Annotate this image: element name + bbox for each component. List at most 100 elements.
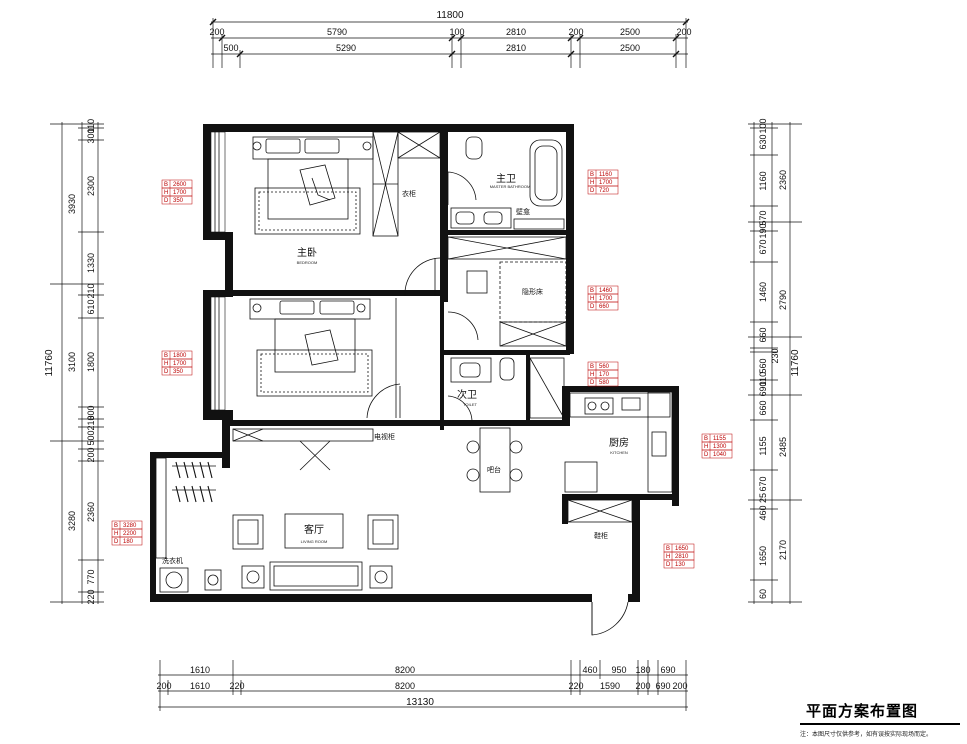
drawing-note: 注：本图尺寸仅供参考，如有误按实际现场而定。 <box>800 731 933 738</box>
right-group-dim: 2170 <box>778 540 788 560</box>
right-dim: 1160 <box>758 171 768 190</box>
spec-value: 350 <box>173 369 184 375</box>
spec-value: 2600 <box>173 182 187 188</box>
top-dim: 200 <box>209 27 224 37</box>
right-dim: 100 <box>758 118 768 133</box>
bottom-dim: 8200 <box>395 681 415 691</box>
bottom-dim: 690 <box>655 681 670 691</box>
right-dim: 660 <box>758 400 768 415</box>
top-dim: 100 <box>449 27 464 37</box>
spec-key: B <box>666 546 670 552</box>
floor-plan: 11800 200 5790 100 2810 200 2500 200 500… <box>44 10 802 711</box>
right-dim: 630 <box>758 134 768 149</box>
left-dim: 2300 <box>86 176 96 196</box>
left-dim: 1330 <box>86 253 96 273</box>
spec-value: 1160 <box>599 172 613 178</box>
spec-key: H <box>164 190 168 196</box>
left-dim: 500 <box>86 430 96 445</box>
living-furniture <box>159 461 629 636</box>
left-dim: 220 <box>86 589 96 604</box>
right-dim: 60 <box>758 589 768 599</box>
left-dim: 1800 <box>86 352 96 372</box>
spec-key: D <box>666 562 671 568</box>
left-dim: 110 <box>86 119 96 133</box>
spec-key: H <box>590 296 594 302</box>
label-wall-cabinet: 壁龛 <box>516 207 530 216</box>
bottom-dim: 200 <box>672 681 687 691</box>
spec-key: H <box>164 361 168 367</box>
right-dim: 25 <box>758 493 768 503</box>
spec-value: 1800 <box>173 353 187 359</box>
right-dim: 690 <box>758 381 768 396</box>
spec-key: H <box>666 554 670 560</box>
right-dim: 670 <box>758 476 768 491</box>
right-dim: 1460 <box>758 282 768 302</box>
spec-value: 2810 <box>675 554 689 560</box>
room-toilet: 次卫 <box>457 388 477 401</box>
bottom-dim: 200 <box>635 681 650 691</box>
top-dim: 5290 <box>336 43 356 53</box>
spec-value: 1700 <box>599 180 613 186</box>
label-wardrobe: 衣柜 <box>402 189 416 198</box>
spec-key: H <box>590 180 594 186</box>
spec-value: 2200 <box>123 531 137 537</box>
spec-key: B <box>164 353 168 359</box>
top-dim: 200 <box>568 27 583 37</box>
spec-key: D <box>590 188 595 194</box>
label-washer: 洗衣机 <box>162 556 183 565</box>
spec-key: H <box>114 531 118 537</box>
top-dim: 2810 <box>506 27 526 37</box>
spec-cell <box>663 559 695 569</box>
left-dim: 200 <box>86 447 96 462</box>
label-shoe-cabinet: 鞋柜 <box>594 531 608 540</box>
right-group-dim: 2360 <box>778 170 788 190</box>
room-toilet-en: TOILET <box>463 402 477 407</box>
spec-value: 1700 <box>599 296 613 302</box>
top-dim: 500 <box>223 43 238 53</box>
spec-cell <box>161 366 193 376</box>
room-master-bath-en: MASTER BATHROOM <box>490 184 531 189</box>
left-dim: 2360 <box>86 502 96 522</box>
spec-value: 180 <box>123 539 134 545</box>
master-bed <box>252 136 374 235</box>
left-dim: 300 <box>86 405 96 420</box>
left-dim: 300 <box>86 128 96 143</box>
left-total-dim: 11760 <box>44 349 55 377</box>
spec-value: 3280 <box>123 523 137 529</box>
spec-key: B <box>590 364 594 370</box>
title-block: 平面方案布置图 注：本图尺寸仅供参考，如有误按实际现场而定。 <box>800 700 960 738</box>
spec-value: 1300 <box>713 444 727 450</box>
room-master-bedroom-en: BEDROOM <box>297 260 318 265</box>
right-total-dim: 11760 <box>790 349 801 377</box>
spec-key: B <box>590 172 594 178</box>
top-dim: 2500 <box>620 27 640 37</box>
top-dim: 2500 <box>620 43 640 53</box>
second-bed <box>249 298 373 397</box>
label-bar: 吧台 <box>487 465 501 474</box>
room-living-en: LIVING ROOM <box>301 539 328 544</box>
spec-cell <box>161 195 193 205</box>
room-master-bath: 主卫 <box>496 173 516 185</box>
right-dim: 570 <box>758 210 768 225</box>
right-dim: 560 <box>758 358 768 373</box>
right-dim: 670 <box>758 239 768 254</box>
spec-value: 1155 <box>713 436 727 442</box>
spec-value: 1460 <box>599 288 613 294</box>
spec-key: D <box>164 198 169 204</box>
right-group-dim: 2790 <box>778 290 788 310</box>
top-dim: 2810 <box>506 43 526 53</box>
room-living: 客厅 <box>304 523 324 536</box>
bottom-dim: 950 <box>611 665 626 675</box>
bottom-dim: 1590 <box>600 681 620 691</box>
room-kitchen-en: KITCHEN <box>610 450 628 455</box>
spec-value: 1650 <box>675 546 689 552</box>
spec-key: B <box>114 523 118 529</box>
right-group-dim: 2485 <box>778 437 788 457</box>
fixtures <box>155 131 673 636</box>
right-dim: 1650 <box>758 546 768 566</box>
